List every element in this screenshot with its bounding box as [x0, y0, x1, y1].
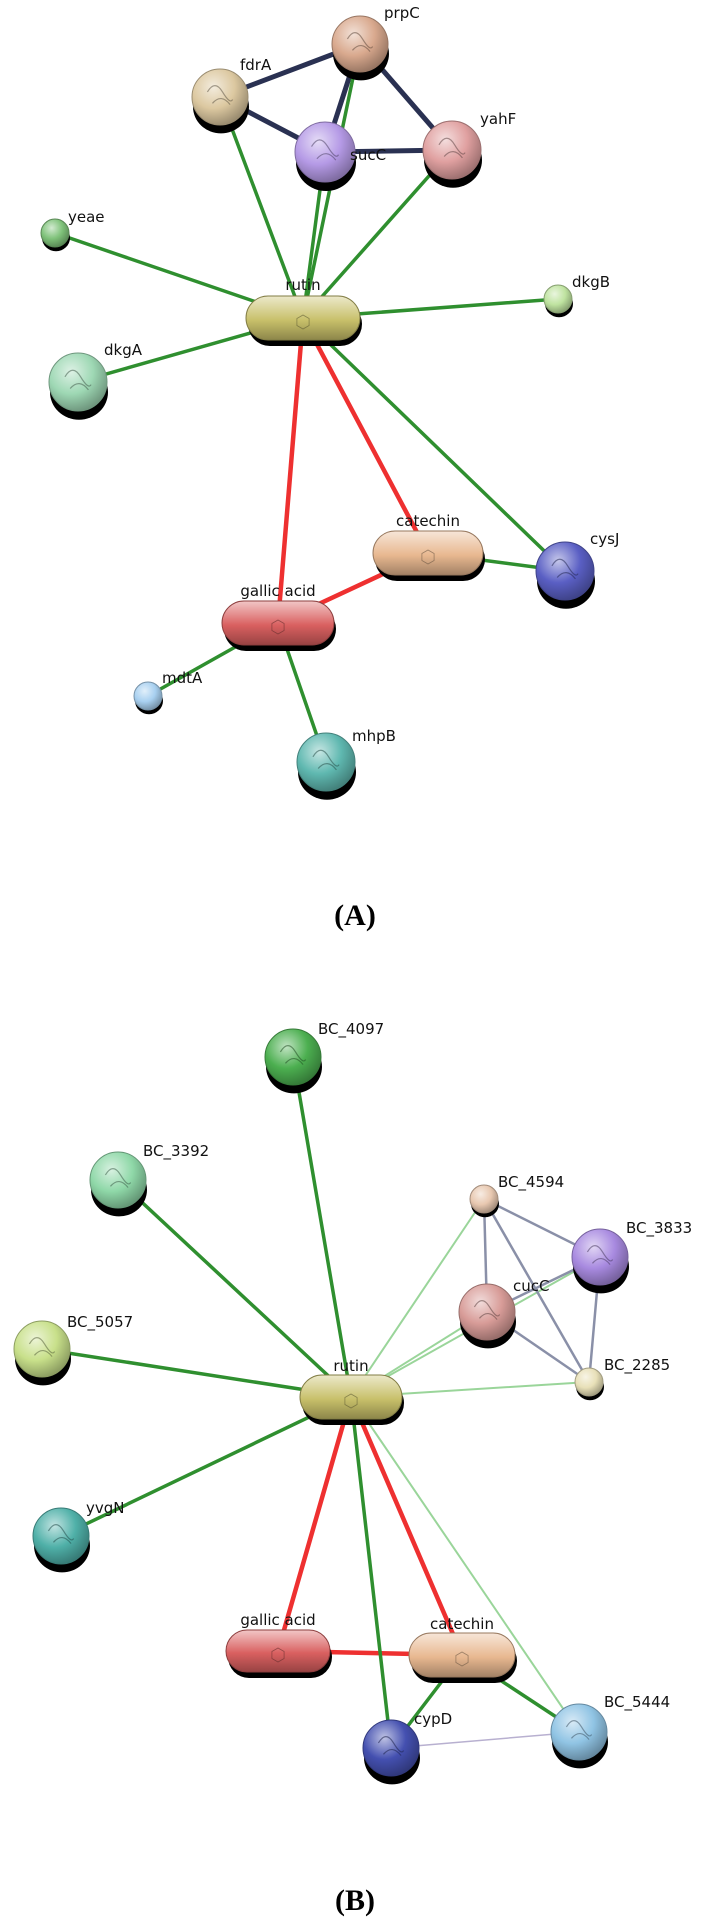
edge-rutin-catechin [348, 1394, 465, 1658]
node-BC-2285[interactable]: BC_2285 [574, 1356, 670, 1401]
edge-yvgN-rutin [59, 1395, 353, 1538]
edge-cysJ-rutin [301, 316, 567, 573]
edge-BC_3392-rutin [116, 1178, 353, 1399]
node-catechin[interactable]: catechin [408, 1615, 517, 1683]
node-label-sucC: sucC [350, 146, 386, 164]
node-label-dkgA: dkgA [104, 341, 143, 359]
edge-BC_4594-BC_2285 [482, 1197, 591, 1384]
node-label-prpC: prpC [384, 4, 420, 22]
node-label-catechin: catechin [430, 1615, 494, 1633]
node-label-BC-3833: BC_3833 [626, 1219, 692, 1238]
node-label-mdtA: mdtA [162, 669, 203, 687]
node-BC-4097[interactable]: BC_4097 [264, 1020, 384, 1094]
node-yeae[interactable]: yeae [40, 208, 105, 252]
node-label-fdrA: fdrA [240, 56, 272, 74]
node-label-BC-3392: BC_3392 [143, 1142, 209, 1161]
node-gallic-acid[interactable]: gallic acid [221, 582, 336, 651]
node-BC-3392[interactable]: BC_3392 [89, 1142, 209, 1217]
node-rutin[interactable]: rutin [299, 1357, 404, 1425]
node-label-cucC: cucC [513, 1277, 549, 1295]
node-prpC[interactable]: prpC [331, 4, 420, 81]
node-label-mhpB: mhpB [352, 727, 396, 745]
edge-BC_5057-rutin [40, 1347, 353, 1399]
node-label-rutin: rutin [285, 276, 320, 294]
node-label-BC-2285: BC_2285 [604, 1356, 670, 1375]
node-label-gallic-acid: gallic acid [240, 1611, 315, 1629]
node-label-catechin: catechin [396, 512, 460, 530]
panel-a-label: (A) [334, 899, 376, 932]
node-label-yvgN: yvgN [86, 1499, 125, 1517]
panel-a-network: prpC fdrA sucC yahF yeae rutin dkgB dkgA catechi… [40, 4, 619, 800]
edge-yahF-rutin [301, 148, 454, 320]
node-BC-5444[interactable]: BC_5444 [550, 1693, 670, 1769]
node-rutin[interactable]: rutin [245, 276, 362, 346]
edge-BC_4594-rutin [350, 1198, 485, 1398]
node-yvgN[interactable]: yvgN [32, 1499, 125, 1573]
node-label-yahF: yahF [480, 110, 516, 128]
node-sucC[interactable]: sucC [294, 121, 386, 191]
node-gallic-acid[interactable]: gallic acid [225, 1611, 332, 1678]
edge-fdrA-rutin [218, 95, 305, 320]
edge-rutin-catechin [300, 315, 431, 556]
edge-rutin-gallic_acid [275, 315, 306, 626]
node-label-dkgB: dkgB [572, 273, 610, 291]
node-label-rutin: rutin [333, 1357, 368, 1375]
node-label-gallic-acid: gallic acid [240, 582, 315, 600]
node-cysJ[interactable]: cysJ [535, 530, 619, 609]
node-catechin[interactable]: catechin [372, 512, 485, 581]
node-mhpB[interactable]: mhpB [296, 727, 396, 800]
edge-cypD-BC_5444 [390, 1731, 580, 1749]
node-cucC[interactable]: cucC [458, 1277, 549, 1349]
node-BC-3833[interactable]: BC_3833 [571, 1219, 692, 1294]
edge-rutin-cypD [349, 1395, 393, 1750]
node-label-yeae: yeae [68, 208, 105, 226]
node-mdtA[interactable]: mdtA [133, 669, 203, 715]
node-label-cypD: cypD [414, 1710, 452, 1728]
node-label-BC-4097: BC_4097 [318, 1020, 384, 1039]
node-BC-4594[interactable]: BC_4594 [469, 1173, 564, 1218]
node-dkgB[interactable]: dkgB [543, 273, 610, 318]
edge-rutin-BC_5444 [350, 1396, 580, 1733]
node-cypD[interactable]: cypD [362, 1710, 452, 1785]
node-yahF[interactable]: yahF [422, 110, 516, 188]
node-label-cysJ: cysJ [590, 530, 619, 548]
node-fdrA[interactable]: fdrA [191, 56, 272, 134]
panel-b-label: (B) [335, 1884, 375, 1917]
node-dkgA[interactable]: dkgA [48, 341, 143, 420]
edge-BC_4097-rutin [291, 1055, 353, 1399]
node-BC-5057[interactable]: BC_5057 [13, 1313, 133, 1386]
node-label-BC-5444: BC_5444 [604, 1693, 670, 1712]
node-label-BC-5057: BC_5057 [67, 1313, 133, 1332]
edge-rutin-gallic_acid [275, 1394, 354, 1654]
node-label-BC-4594: BC_4594 [498, 1173, 564, 1192]
